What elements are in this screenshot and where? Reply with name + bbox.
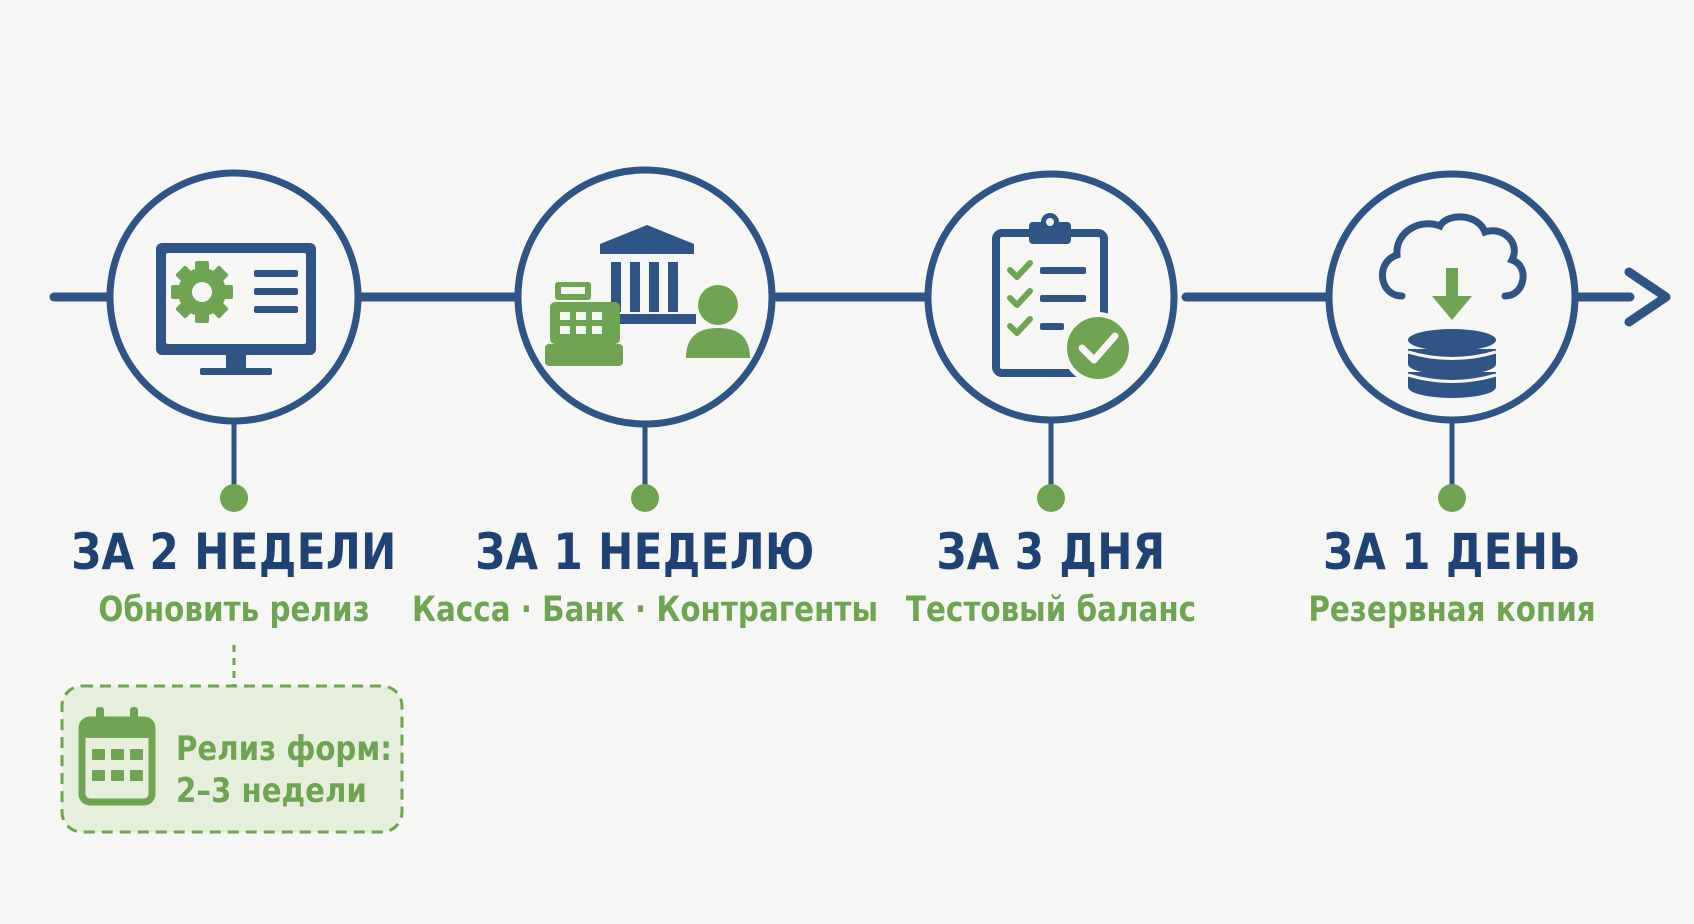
release-forms-note-text: Релиз форм: 2–3 недели (176, 728, 392, 812)
step-2-dot (631, 484, 659, 512)
clipboard-check-icon (992, 213, 1134, 384)
cloud-database-download-icon (1378, 213, 1527, 398)
step-1-dot (220, 484, 248, 512)
step-4-period: ЗА 1 ДЕНЬ (1323, 523, 1581, 581)
step-2-period: ЗА 1 НЕДЕЛЮ (475, 523, 815, 581)
step-3-description: Тестовый баланс (905, 590, 1197, 630)
step-1-period: ЗА 2 НЕДЕЛИ (71, 523, 397, 581)
step-3-period: ЗА 3 ДНЯ (936, 523, 1166, 581)
note-line-2: 2–3 недели (176, 771, 367, 811)
step-1-description: Обновить релиз (98, 590, 370, 630)
timeline-arrowhead-icon (1624, 267, 1671, 327)
step-4-description: Резервная копия (1308, 590, 1596, 630)
step-2-description: Касса · Банк · Контрагенты (411, 590, 879, 630)
bank-register-person-icon (545, 225, 750, 366)
step-3-dot (1037, 484, 1065, 512)
calendar-icon (78, 707, 156, 806)
note-line-1: Релиз форм: (176, 729, 392, 769)
monitor-gear-icon (156, 243, 316, 375)
step-4-dot (1438, 484, 1466, 512)
